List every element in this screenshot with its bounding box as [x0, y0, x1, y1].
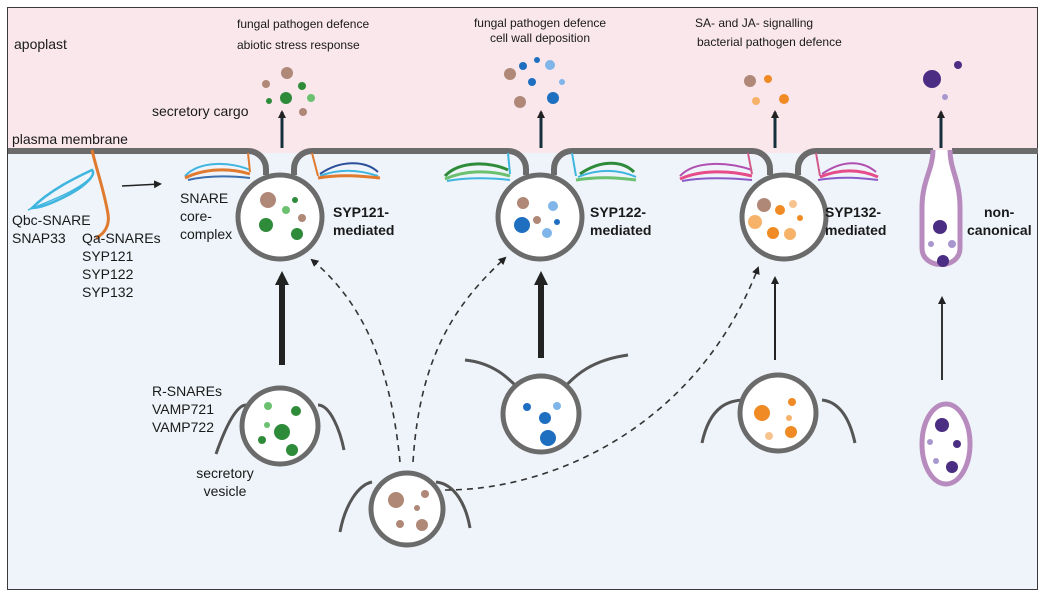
- dashed-path-to-syp122: [412, 256, 507, 463]
- r-snares-label: R-SNAREs: [152, 383, 223, 399]
- snare-complex-syp121: [184, 152, 381, 181]
- syp132-mediated-2: mediated: [825, 222, 887, 238]
- fused-vesicle-syp122: [495, 172, 585, 262]
- secretory-cargo-label: secretory cargo: [152, 103, 249, 119]
- syp121-mediated-1: SYP121-: [333, 204, 390, 220]
- noncanonical-1: non-: [984, 204, 1015, 220]
- snare-core-label-2: core-: [180, 208, 212, 224]
- released-cargo-syp121: [262, 67, 315, 116]
- secretory-vesicle-label-2: vesicle: [203, 483, 247, 499]
- syp132-function-2: bacterial pathogen defence: [697, 35, 842, 49]
- syp122-mediated-1: SYP122-: [590, 204, 647, 220]
- released-cargo-syp122: [504, 57, 565, 108]
- vesicle-syp132: [700, 372, 857, 454]
- snare-complex-syp122: [443, 152, 637, 182]
- noncanonical-compartment: [919, 149, 963, 267]
- syp121-legend: SYP121: [82, 248, 134, 264]
- snap33-label: SNAP33: [12, 230, 66, 246]
- dashed-path-to-syp121: [310, 258, 401, 463]
- syp132-function-1: SA- and JA- signalling: [695, 16, 814, 30]
- qa-snare-glyph: [90, 149, 110, 240]
- syp132-legend: SYP132: [82, 284, 134, 300]
- noncanonical-vesicle: [919, 401, 973, 487]
- plasma-membrane: [8, 148, 1038, 175]
- syp122-function-2: cell wall deposition: [489, 31, 591, 45]
- qbc-snare-label: Qbc-SNARE: [12, 212, 91, 228]
- released-cargo-noncanonical: [923, 61, 962, 100]
- legend-arrow: [121, 180, 162, 189]
- dashed-path-to-syp132: [444, 266, 760, 491]
- noncanonical-2: canonical: [967, 222, 1032, 238]
- syp121-mediated-2: mediated: [333, 222, 395, 238]
- syp122-legend: SYP122: [82, 266, 134, 282]
- syp132-mediated-1: SYP132-: [825, 204, 882, 220]
- vesicle-syp122: [464, 353, 629, 455]
- qbc-snare-glyph: [27, 168, 95, 211]
- fused-vesicle-syp132: [739, 172, 829, 262]
- snare-core-label-1: SNARE: [180, 190, 229, 206]
- apoplast-label: apoplast: [14, 36, 67, 52]
- vamp721-label: VAMP721: [152, 401, 214, 417]
- syp122-mediated-2: mediated: [590, 222, 652, 238]
- syp121-function-1: fungal pathogen defence: [237, 17, 370, 31]
- plasma-membrane-label: plasma membrane: [12, 131, 128, 147]
- fused-vesicle-syp121: [235, 172, 325, 262]
- vesicle-origin: [338, 470, 472, 548]
- released-cargo-syp132: [744, 75, 789, 105]
- snare-core-label-3: complex: [180, 226, 233, 242]
- syp121-function-2: abiotic stress response: [237, 38, 360, 52]
- qa-snares-label: Qa-SNAREs: [82, 230, 161, 246]
- syp122-function-1: fungal pathogen defence: [473, 16, 607, 30]
- vesicle-syp121: [214, 385, 346, 467]
- secretory-vesicle-label-1: secretory: [196, 465, 254, 481]
- snare-complex-syp132: [679, 152, 879, 182]
- apoplast-region: [8, 8, 1037, 153]
- vamp722-label: VAMP722: [152, 419, 214, 435]
